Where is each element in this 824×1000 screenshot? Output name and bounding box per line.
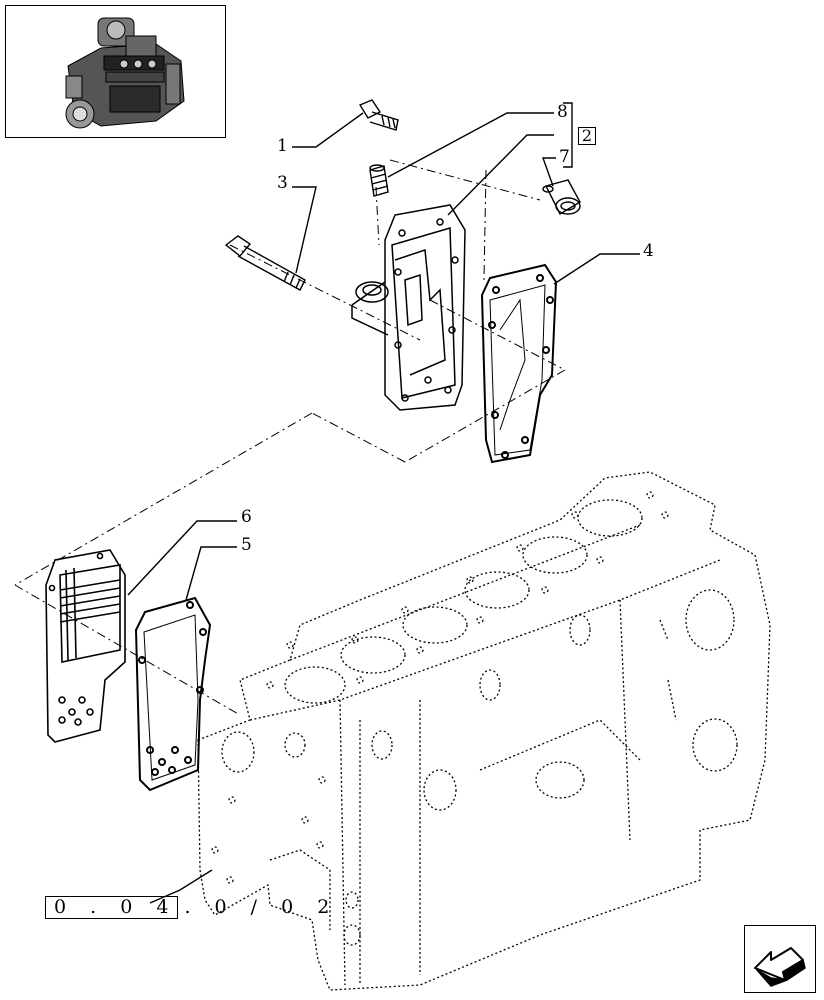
part-6-oil-cooler	[45, 549, 126, 743]
callout-1: 1	[277, 136, 288, 156]
part-8-plug	[369, 164, 389, 197]
part-2-cooler-support	[351, 204, 466, 411]
callout-5: 5	[241, 535, 252, 555]
group-bracket	[563, 102, 573, 168]
callout-3: 3	[277, 173, 288, 193]
leader-line-5	[185, 546, 237, 601]
leader-line-page-ref	[149, 869, 213, 904]
callout-4: 4	[643, 241, 654, 261]
previous-page-arrow-icon	[754, 947, 806, 987]
page-reference-suffix: . 0 / 0 2	[184, 896, 339, 918]
part-5-cooler-gasket	[134, 596, 212, 792]
leader-line-6	[127, 520, 237, 596]
previous-page-button[interactable]	[744, 925, 816, 993]
leader-line-4	[553, 253, 640, 285]
part-3-bolt	[224, 235, 306, 291]
part-4-gasket	[480, 263, 558, 464]
engine-block	[197, 471, 771, 991]
callout-6: 6	[241, 507, 252, 527]
page-reference-boxed: 0 . 0 4	[45, 896, 179, 919]
leader-line-3	[292, 186, 317, 274]
callout-8: 8	[557, 102, 568, 122]
leader-line-7	[542, 157, 556, 187]
callout-2-reference-box: 2	[578, 127, 596, 145]
part-7-sleeve	[542, 179, 581, 215]
leader-line-2	[447, 134, 554, 216]
page-reference-code: 0 . 0 4. 0 / 0 2	[45, 895, 338, 919]
engine-thumbnail	[5, 5, 226, 138]
leader-line-8	[387, 112, 554, 178]
part-1-screw	[358, 99, 399, 131]
callout-7: 7	[559, 147, 570, 167]
engine-thumbnail-icon	[65, 17, 185, 129]
leader-line-1	[292, 112, 364, 148]
